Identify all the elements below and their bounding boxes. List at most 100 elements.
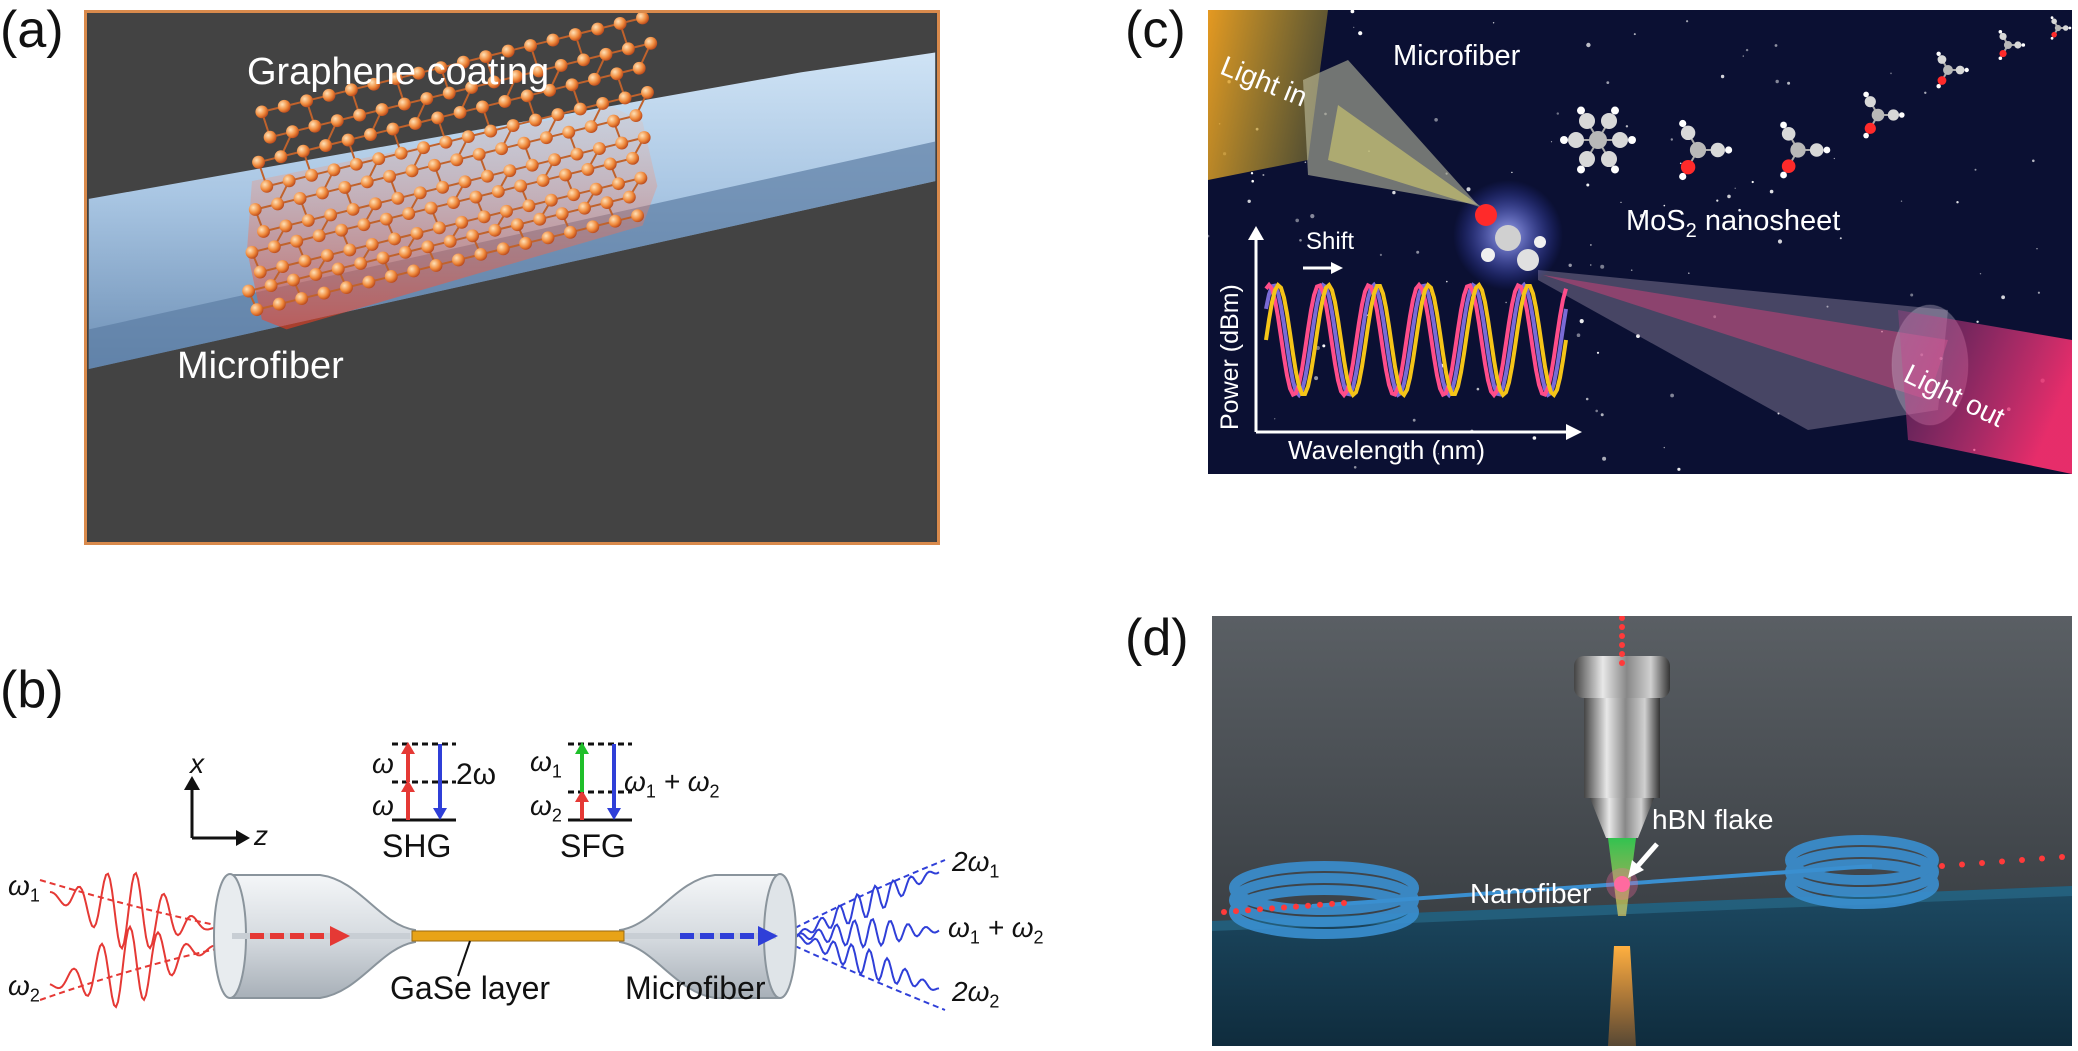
carbon-atom — [458, 175, 472, 189]
carbon-atom — [632, 61, 646, 75]
carbon-atom — [295, 292, 309, 306]
carbon-atom — [453, 106, 467, 119]
carbon-atom — [341, 133, 355, 147]
carbon-atom — [543, 83, 557, 97]
carbon-atom — [519, 236, 533, 250]
carbon-atom — [522, 199, 536, 213]
molecule — [1560, 106, 1636, 174]
carbon-atom — [484, 124, 498, 138]
carbon-atom — [434, 61, 448, 75]
carbon-atom — [477, 210, 491, 224]
sfg-output-plus: + ω — [655, 766, 710, 797]
output-2omega1-symbol: 2ω — [952, 846, 990, 877]
carbon-atom — [319, 139, 333, 153]
power-axis-label: Power (dBm) — [1216, 284, 1244, 430]
sfg-level-diagram — [568, 742, 632, 822]
panel-c-mos2-sensor: Light in Microfiber MoS2 nanosheet Light… — [1208, 10, 2072, 474]
output-sum-sub2: 2 — [1033, 927, 1044, 948]
output-sum-w1: ω — [948, 912, 970, 943]
carbon-atom — [517, 136, 531, 150]
carbon-atom — [388, 232, 401, 246]
carbon-atom — [621, 42, 635, 56]
carbon-atom — [305, 168, 318, 182]
spectrum-curve-yellow — [1264, 282, 1568, 398]
carbon-atom — [536, 174, 550, 187]
hbn-flake-emitter — [1614, 876, 1630, 892]
molecule — [2050, 16, 2072, 40]
carbon-atom — [290, 234, 304, 248]
carbon-atom — [498, 94, 512, 108]
hbn-flake-label: hBN flake — [1652, 804, 1774, 835]
carbon-atom — [344, 83, 358, 97]
carbon-atom — [570, 147, 584, 161]
carbon-atom — [252, 155, 265, 169]
carbon-atom — [287, 273, 300, 287]
carbon-atom — [581, 162, 595, 176]
carbon-atom — [554, 58, 568, 72]
carbon-atom — [346, 202, 360, 216]
carbon-atom — [417, 141, 430, 155]
carbon-atom — [353, 108, 367, 122]
carbon-atom — [309, 268, 323, 281]
gase-harmonic-illustration — [39, 742, 946, 1011]
carbon-atom — [461, 130, 475, 144]
carbon-atom — [607, 114, 620, 128]
input-waves — [39, 871, 231, 1009]
sfg-omega2-symbol: ω — [530, 790, 552, 821]
carbon-atom — [389, 72, 403, 86]
carbon-atom — [335, 223, 348, 237]
carbon-atom — [641, 85, 654, 99]
output-sum-sub1: 1 — [969, 927, 980, 948]
carbon-atom — [360, 175, 374, 189]
carbon-atom — [610, 67, 624, 81]
carbon-atom — [450, 153, 464, 167]
sfg-output-sub2: 2 — [709, 781, 720, 802]
carbon-atom — [456, 55, 470, 69]
mos2-subscript: 2 — [1685, 219, 1697, 242]
carbon-atom — [315, 186, 329, 200]
carbon-atom — [487, 75, 501, 89]
microfiber-label-c: Microfiber — [1393, 40, 1521, 72]
carbon-atom — [584, 120, 598, 134]
shift-label: Shift — [1306, 228, 1355, 255]
carbon-atom — [551, 108, 565, 121]
carbon-atom — [407, 264, 421, 278]
carbon-atom — [491, 185, 505, 198]
shg-omega-bottom: ω — [372, 790, 394, 821]
graphene-atoms — [242, 13, 658, 317]
carbon-atom — [589, 182, 603, 196]
microfiber-label-b: Microfiber — [625, 970, 766, 1006]
carbon-atom — [588, 72, 601, 86]
output-2omega2-sub: 2 — [989, 991, 1000, 1012]
carbon-atom — [629, 109, 643, 123]
carbon-atom — [644, 36, 658, 50]
carbon-atom — [501, 44, 515, 58]
spectrum-inset — [1248, 226, 1582, 440]
output-sum-frequency: ω1 + ω2 — [948, 912, 1044, 949]
carbon-atom — [548, 153, 562, 167]
panel-c-letter: (c) — [1125, 1, 1186, 59]
carbon-atom — [383, 169, 397, 183]
carbon-atom — [503, 164, 517, 178]
output-sum-plus: + ω — [979, 912, 1034, 943]
sfg-output-sub1: 1 — [645, 781, 656, 802]
carbon-atom — [562, 125, 576, 139]
sfg-omega2-sub: 2 — [551, 805, 562, 826]
input-omega2-symbol: ω — [8, 970, 30, 1001]
graphene-fiber-illustration — [88, 13, 936, 542]
carbon-atom — [596, 97, 610, 110]
carbon-atom — [272, 297, 286, 311]
carbon-atom — [271, 197, 285, 211]
carbon-atom — [312, 229, 326, 243]
carbon-atom — [398, 97, 411, 111]
carbon-atom — [615, 136, 629, 150]
carbon-atom — [573, 102, 587, 116]
carbon-atom — [567, 188, 581, 202]
carbon-atom — [636, 13, 649, 25]
carbon-atom — [402, 207, 416, 221]
carbon-atom — [242, 284, 256, 298]
shg-title: SHG — [382, 828, 452, 864]
substrate-surface — [1212, 886, 2072, 1046]
carbon-atom — [563, 225, 577, 239]
z-axis-label: z — [254, 820, 268, 851]
